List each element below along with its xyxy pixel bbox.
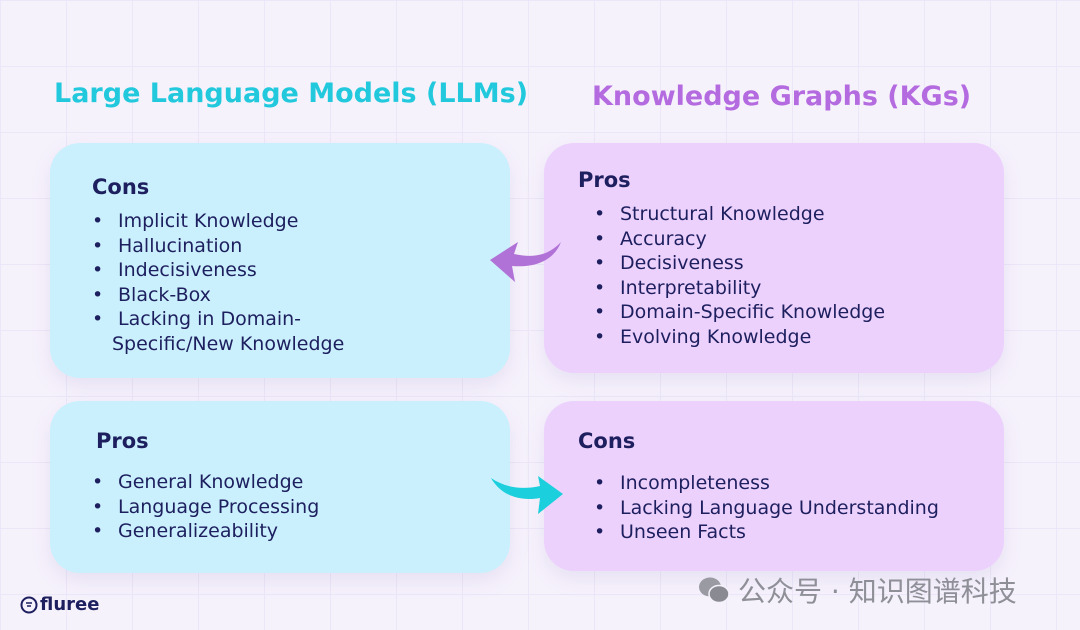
list-item: Structural Knowledge bbox=[594, 202, 885, 227]
wechat-icon bbox=[699, 577, 730, 604]
arrow-left-icon bbox=[490, 242, 561, 282]
list-item: Evolving Knowledge bbox=[594, 325, 885, 350]
list-item: Implicit Knowledge bbox=[92, 209, 344, 234]
list-item: Accuracy bbox=[594, 227, 885, 252]
kg-cons-card: Cons Incompleteness Lacking Language Und… bbox=[544, 401, 1004, 571]
list-item: Lacking Language Understanding bbox=[594, 496, 939, 521]
list-item: Decisiveness bbox=[594, 251, 885, 276]
list-item: General Knowledge bbox=[92, 470, 319, 495]
kg-cons-heading: Cons bbox=[578, 429, 636, 453]
llm-cons-list: Implicit Knowledge Hallucination Indecis… bbox=[92, 209, 344, 357]
kg-pros-list: Structural Knowledge Accuracy Decisivene… bbox=[594, 202, 885, 350]
llm-pros-heading: Pros bbox=[96, 429, 149, 453]
fluree-logo-text: fluree bbox=[40, 594, 100, 615]
llm-pros-card: Pros General Knowledge Language Processi… bbox=[50, 401, 510, 573]
arrow-right-icon bbox=[491, 476, 563, 514]
list-item: Unseen Facts bbox=[594, 520, 939, 545]
list-item: Incompleteness bbox=[594, 471, 939, 496]
watermark-text: 公众号 · 知识图谱科技 bbox=[738, 575, 1017, 608]
kg-cons-list: Incompleteness Lacking Language Understa… bbox=[594, 471, 939, 545]
list-item: Generalizeability bbox=[92, 519, 319, 544]
fluree-logo-icon bbox=[20, 596, 38, 613]
list-item: Indecisiveness bbox=[92, 258, 344, 283]
list-item: Hallucination bbox=[92, 234, 344, 259]
watermark: 公众号 · 知识图谱科技 bbox=[698, 570, 1017, 610]
list-item: Interpretability bbox=[594, 276, 885, 301]
list-item: Language Processing bbox=[92, 495, 319, 520]
list-item: Lacking in Domain- bbox=[92, 307, 344, 332]
llm-cons-heading: Cons bbox=[92, 175, 150, 199]
kg-title: Knowledge Graphs (KGs) bbox=[592, 81, 972, 112]
fluree-logo: fluree bbox=[20, 594, 99, 615]
list-item: Black-Box bbox=[92, 283, 344, 308]
list-item-continued: Specific/New Knowledge bbox=[112, 332, 345, 355]
list-item: Domain-Specific Knowledge bbox=[594, 300, 885, 325]
llm-pros-list: General Knowledge Language Processing Ge… bbox=[92, 470, 319, 544]
kg-pros-heading: Pros bbox=[578, 168, 631, 192]
kg-pros-card: Pros Structural Knowledge Accuracy Decis… bbox=[544, 143, 1004, 373]
llm-title: Large Language Models (LLMs) bbox=[54, 78, 529, 109]
llm-cons-card: Cons Implicit Knowledge Hallucination In… bbox=[50, 143, 510, 378]
